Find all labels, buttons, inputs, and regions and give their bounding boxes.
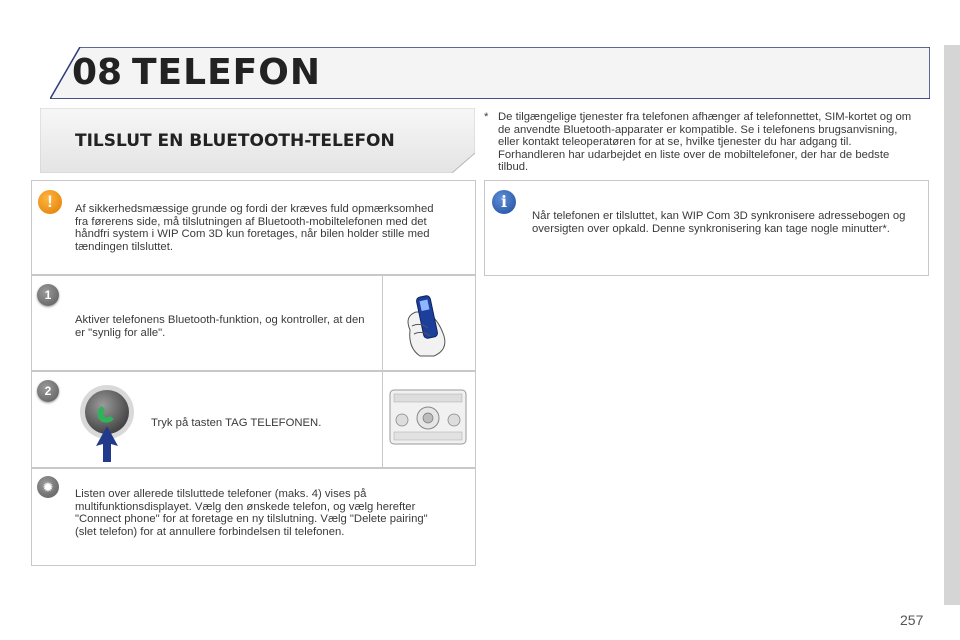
tip-panel [31,468,476,566]
step-1-image-divider [382,275,383,370]
phone-button-image [80,385,134,462]
section-title-box [40,108,475,173]
warning-panel [31,180,476,275]
step-2-text: Tryk på tasten TAG TELEFONEN. [151,417,322,429]
phone-in-hand-image [407,295,446,357]
chapter-title: TELEFON [132,52,322,93]
step-badge-2: 2 [37,380,59,402]
radio-panel-image [389,389,467,445]
info-text: Når telefonen er tilsluttet, kan WIP Com… [532,210,906,235]
step-2-panel [31,371,476,468]
footnote: * De tilgængelige tjenester fra telefone… [484,111,918,174]
info-panel [484,180,929,276]
page-number: 257 [900,612,924,628]
step-badge-1: 1 [37,284,59,306]
exclamation-icon: ! [38,190,62,214]
chapter-header-band [50,47,930,99]
step-1-text: Aktiver telefonens Bluetooth-funktion, o… [75,314,365,339]
footnote-marker: * [484,111,489,123]
tip-text: Listen over allerede tilsluttede telefon… [75,488,428,538]
step-2-image-divider [382,371,383,467]
step-1-panel [31,275,476,371]
chapter-number: 08 [72,52,123,93]
sun-icon: ✹ [37,476,59,498]
warning-text: Af sikkerhedsmæssige grunde og fordi der… [75,203,434,253]
sidebar-strip [944,45,960,605]
section-title: TILSLUT EN BLUETOOTH-TELEFON [75,131,395,151]
info-icon: i [492,190,516,214]
footnote-text: De tilgængelige tjenester fra telefonen … [498,111,912,173]
